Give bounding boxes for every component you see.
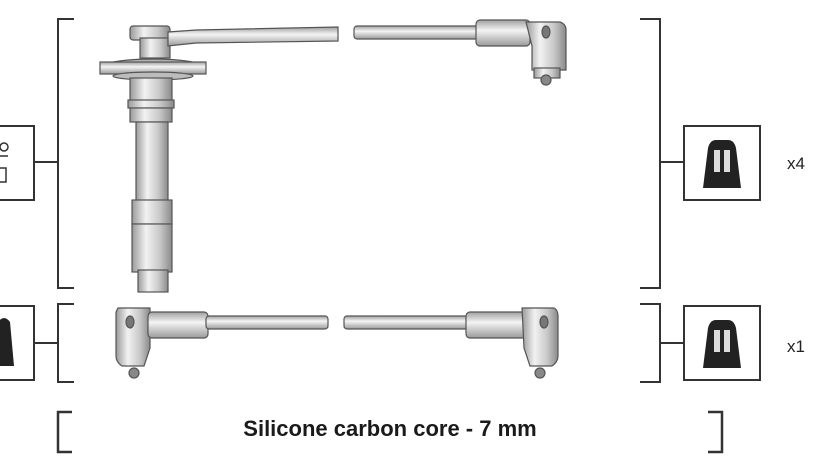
- bottom-wire: [205, 315, 471, 330]
- bracket-bottom-left: [34, 303, 74, 383]
- caption-bracket-left: [56, 410, 72, 454]
- bracket-bottom-right: [640, 303, 684, 383]
- top-wire: [167, 25, 479, 47]
- spark-plug-boot-icon-left: [0, 305, 35, 381]
- long-plug-boot: [99, 25, 207, 293]
- caption-bracket-right: [708, 410, 724, 454]
- connector-type-icon: [0, 125, 35, 201]
- core-spec-caption: Silicone carbon core - 7 mm: [243, 416, 537, 441]
- quantity-label-top: x4: [787, 154, 805, 173]
- quantity-label-bottom: x1: [787, 337, 805, 356]
- spark-plug-boot-icon-top: [683, 125, 761, 201]
- bracket-top-right: [640, 18, 684, 289]
- top-right-angle-boot: [475, 19, 567, 86]
- bottom-left-boot: [115, 307, 209, 379]
- bottom-right-boot: [465, 307, 559, 379]
- spark-plug-boot-icon-bottom: [683, 305, 761, 381]
- bracket-top-left: [34, 18, 74, 289]
